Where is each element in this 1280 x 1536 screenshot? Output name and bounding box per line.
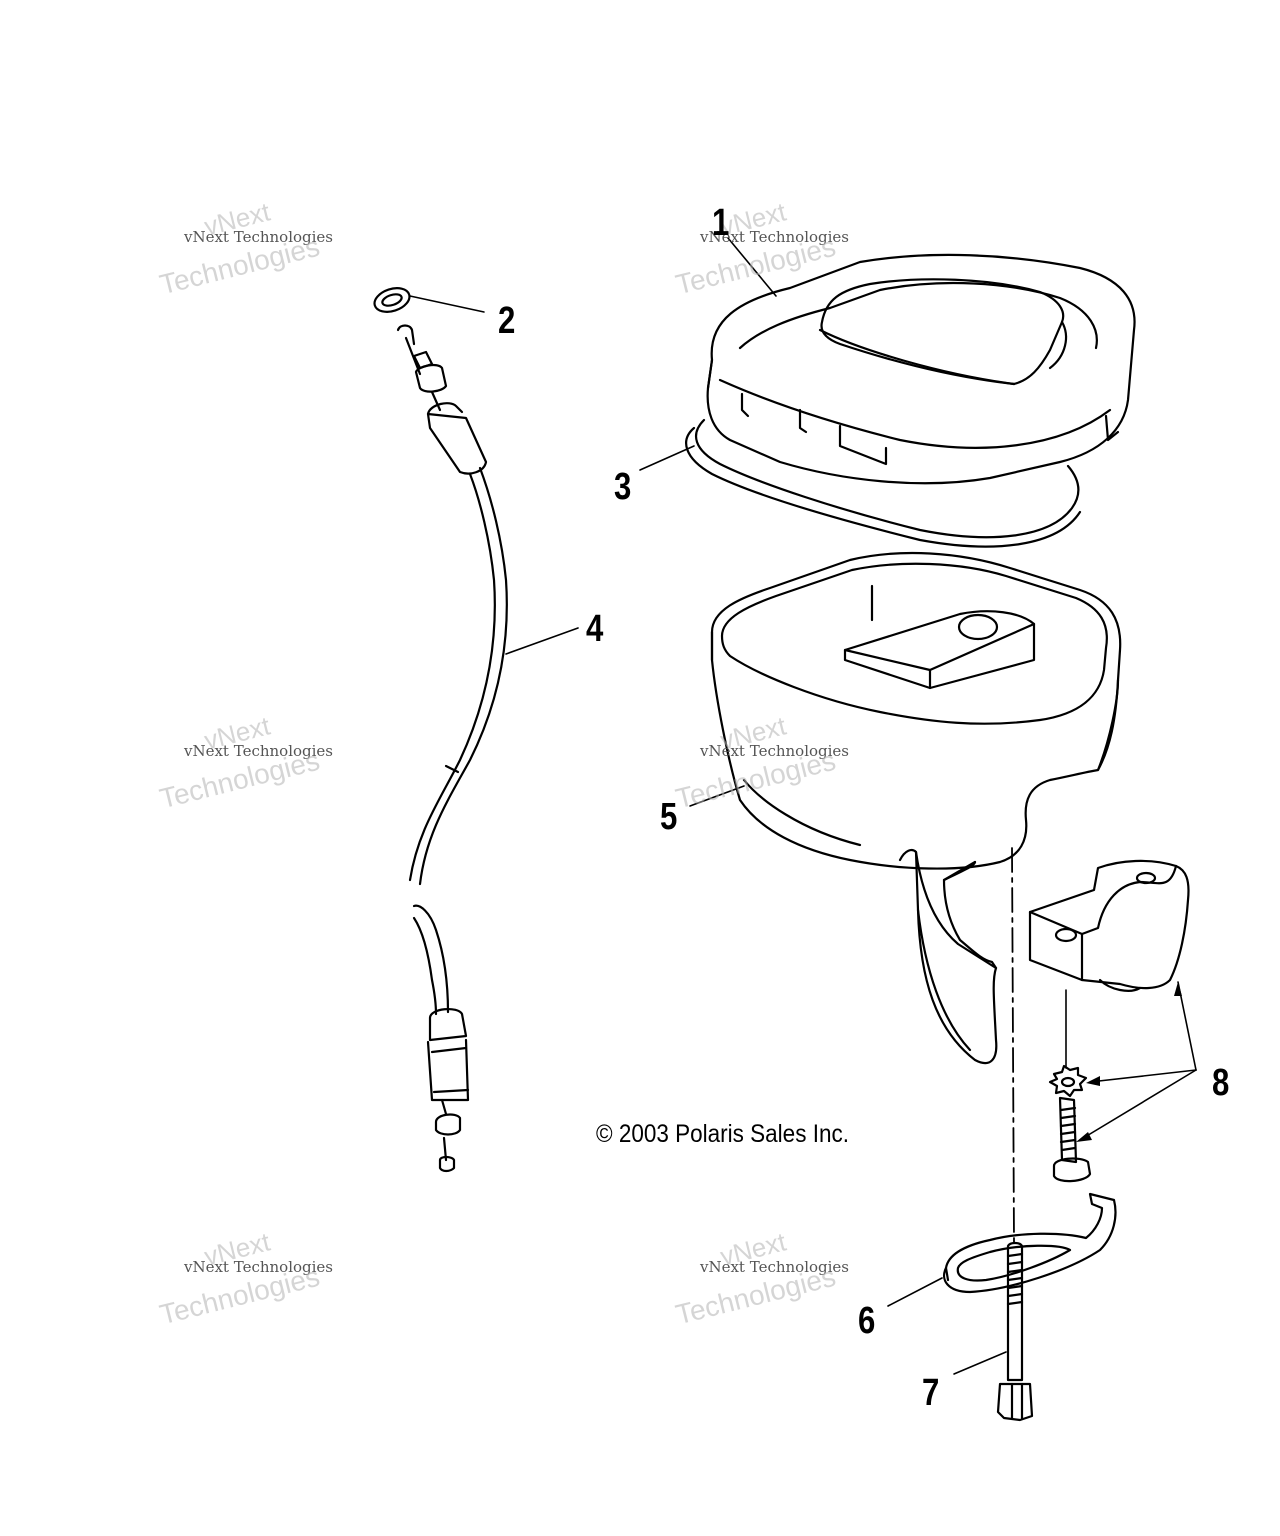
leader-1 xyxy=(727,237,777,297)
part-5-housing xyxy=(710,551,1122,870)
part-8-screw xyxy=(1052,1096,1092,1183)
assembly-center-line xyxy=(1011,847,1015,1243)
callout-1: 1 xyxy=(712,202,730,244)
part-6-retainer xyxy=(943,1192,1117,1294)
leader-5 xyxy=(689,785,745,807)
leader-2 xyxy=(409,295,485,313)
part-3-gasket xyxy=(685,418,1082,548)
leader-6 xyxy=(887,1277,943,1307)
leader-3 xyxy=(639,445,695,471)
callout-5: 5 xyxy=(660,796,678,838)
leader-8b xyxy=(1089,1069,1197,1083)
callout-2: 2 xyxy=(498,300,516,342)
callout-7: 7 xyxy=(922,1372,940,1414)
callout-4: 4 xyxy=(586,608,604,650)
callout-8: 8 xyxy=(1212,1062,1230,1104)
part-5-lever xyxy=(898,849,998,1065)
leader-lines xyxy=(409,237,1197,1375)
callout-3: 3 xyxy=(614,466,632,508)
copyright-notice: © 2003 Polaris Sales Inc. xyxy=(596,1120,849,1148)
part-8-star-washer xyxy=(1048,1064,1088,1098)
part-7-bolt xyxy=(996,1241,1034,1422)
part-2-washer xyxy=(373,287,411,313)
part-1-cover xyxy=(706,253,1136,485)
leader-8a xyxy=(1177,981,1197,1071)
leader-4 xyxy=(505,627,579,655)
part-8-clamp xyxy=(1028,859,1190,992)
leader-arrowheads xyxy=(1076,982,1182,1142)
callout-6: 6 xyxy=(858,1300,876,1342)
leader-7 xyxy=(953,1351,1007,1375)
leader-8c xyxy=(1079,1069,1197,1141)
part-4-cable xyxy=(396,324,508,1173)
